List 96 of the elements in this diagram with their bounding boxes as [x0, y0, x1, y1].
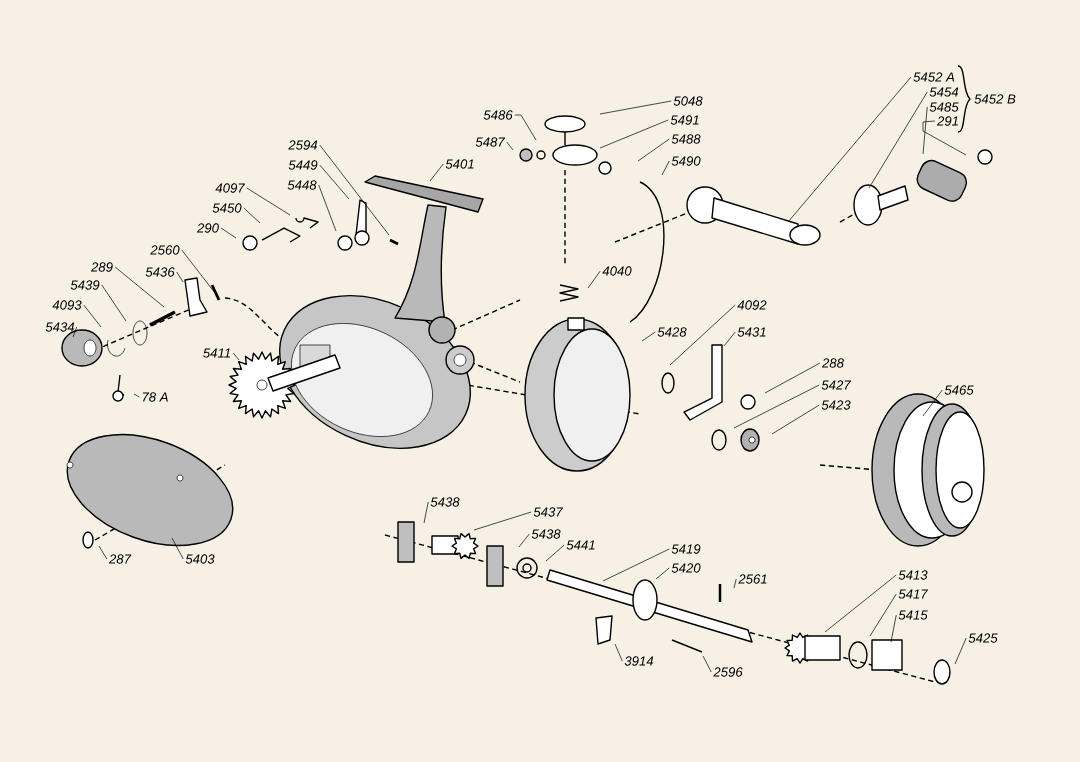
leader-line [545, 544, 565, 562]
callout-number: 5438 [430, 497, 460, 507]
leader-line [98, 545, 108, 560]
callout-number: 5491 [670, 115, 699, 125]
leader-line [133, 393, 140, 398]
leader-line [669, 304, 736, 366]
callout-number: 5415 [898, 610, 928, 620]
callout-number: 5487 [475, 137, 506, 147]
leader-line [787, 76, 912, 223]
callout-number: 5437 [533, 507, 564, 517]
callout-number: 78 A [142, 392, 168, 402]
leader-line [176, 271, 184, 283]
leader-line [614, 643, 623, 662]
leader-line [641, 331, 656, 342]
callout-number: 5425 [968, 633, 998, 643]
leader-line [869, 593, 897, 637]
callout-number: 5465 [944, 385, 974, 395]
leader-line [771, 404, 820, 435]
leader-line [764, 362, 821, 394]
callout-number: 4093 [52, 300, 82, 310]
leader-line [655, 567, 670, 580]
leader-line [824, 574, 897, 633]
callout-number: 5413 [898, 570, 928, 580]
leader-line [220, 227, 237, 239]
leader-line [246, 187, 291, 216]
callout-number: 5439 [70, 280, 100, 290]
callout-number: 5441 [566, 540, 595, 550]
callout-number: 5401 [445, 159, 474, 169]
callout-number: 4092 [737, 300, 767, 310]
leader-line [518, 533, 530, 548]
leader-line [83, 304, 102, 328]
callout-number: 288 [821, 358, 844, 368]
callout-number: 287 [108, 554, 132, 564]
callout-number: 5438 [531, 529, 561, 539]
leader-line [723, 331, 736, 347]
leader-line [72, 326, 78, 338]
callout-number: 5448 [287, 180, 317, 190]
leader-line [599, 100, 672, 115]
leader-line [922, 120, 967, 156]
callout-number: 5490 [671, 156, 701, 166]
leader-line [181, 249, 216, 294]
leader-line [429, 163, 444, 182]
leader-line [733, 578, 737, 589]
callout-number: 5436 [145, 267, 175, 277]
leader-line [171, 537, 184, 560]
leader-line [637, 138, 670, 162]
callout-number: 5449 [288, 160, 318, 170]
leader-line [702, 655, 712, 673]
callout-number: 5403 [185, 554, 215, 564]
leader-line [890, 614, 897, 643]
callout-number: 5434 [45, 322, 75, 332]
leader-line [473, 511, 532, 531]
leader-line [506, 141, 514, 151]
callout-number: 5431 [737, 327, 766, 337]
leader-line [319, 164, 350, 200]
callout-number: 5486 [483, 110, 513, 120]
callout-number: 5417 [898, 589, 929, 599]
callout-number: 4040 [602, 266, 632, 276]
callout-number: 5427 [821, 380, 852, 390]
leader-line [319, 144, 390, 236]
leader-line [101, 284, 127, 322]
callout-number: 5048 [673, 96, 703, 106]
leader-line [599, 119, 669, 149]
leader-line [243, 207, 261, 224]
leader-line [954, 637, 967, 665]
callout-number: 5485 [929, 102, 959, 112]
leader-line [423, 501, 429, 524]
callout-number: 2561 [738, 574, 767, 584]
callout-number: 4097 [215, 183, 246, 193]
leader-line [661, 160, 670, 176]
callout-number: 289 [90, 262, 113, 272]
callout-number: 3914 [624, 656, 654, 666]
leader-line [868, 91, 928, 189]
callout-number: 5452 B [974, 94, 1016, 104]
callout-number: 5454 [929, 87, 959, 97]
callout-number: 2596 [713, 667, 743, 677]
leader-line [922, 106, 928, 155]
callout-number: 2594 [288, 140, 318, 150]
callout-number: 5450 [212, 203, 242, 213]
callout-number: 5423 [821, 400, 851, 410]
callout-number: 5419 [671, 544, 701, 554]
callout-number: 2560 [150, 245, 180, 255]
leader-line [114, 266, 165, 308]
callout-number: 290 [196, 223, 219, 233]
callout-number: 5488 [671, 134, 701, 144]
leader-line [587, 270, 601, 289]
callout-number: 291 [936, 116, 958, 126]
callout-number: 5452 A [913, 72, 955, 82]
leader-line [232, 352, 240, 361]
leader-line [318, 184, 337, 232]
leader-line [514, 114, 537, 141]
callout-number: 5420 [671, 563, 701, 573]
callout-number: 5428 [657, 327, 687, 337]
leader-line [733, 384, 820, 429]
callout-number: 5411 [203, 348, 231, 358]
leader-line [602, 548, 670, 582]
